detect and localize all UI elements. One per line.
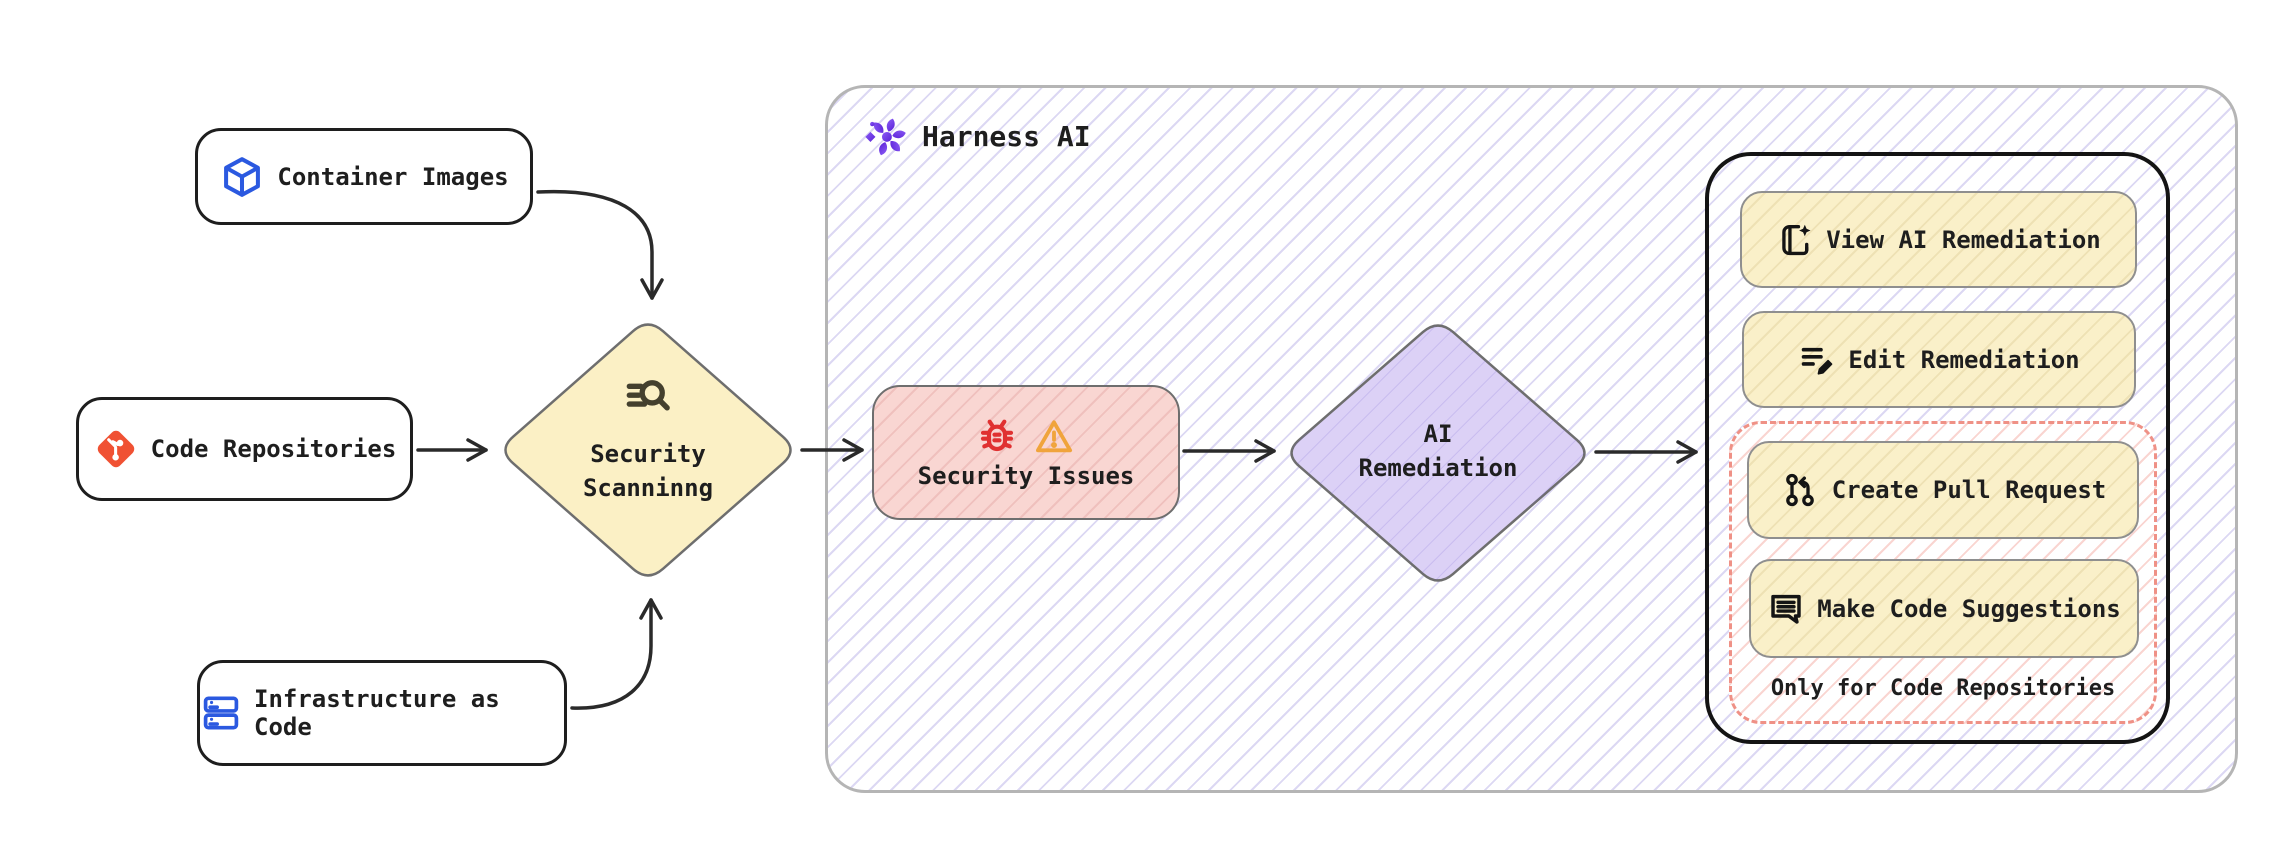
scan-search-icon [620, 370, 676, 426]
bug-icon [977, 417, 1017, 457]
arrow-infrastructure-to-scanning [570, 598, 663, 710]
view-ai-remediation-button[interactable]: View AI Remediation [1740, 191, 2137, 288]
infrastructure-as-code-label: Infrastructure as Code [254, 685, 500, 741]
warning-icon [1033, 416, 1075, 458]
pull-request-icon [1780, 470, 1820, 510]
list-pencil-icon [1798, 341, 1836, 379]
code-repositories-label: Code Repositories [150, 435, 397, 463]
make-code-suggestions-button[interactable]: Make Code Suggestions [1749, 559, 2139, 658]
ai-remediation-label: AI Remediation [1358, 420, 1518, 482]
harness-ai-header: Harness AI [864, 114, 1091, 158]
infrastructure-as-code-node[interactable]: Infrastructure as Code [197, 660, 567, 766]
code-repositories-node[interactable]: Code Repositories [76, 397, 413, 501]
make-code-suggestions-label: Make Code Suggestions [1817, 594, 2121, 623]
only-for-code-repositories-note: Only for Code Repositories [1770, 676, 2116, 701]
cube-icon [219, 154, 265, 200]
security-issues-node[interactable]: Security Issues [872, 385, 1180, 520]
container-images-label: Container Images [277, 162, 509, 191]
book-sparkle-icon [1776, 221, 1814, 259]
create-pull-request-button[interactable]: Create Pull Request [1747, 441, 2139, 539]
remediation-actions-panel [1705, 152, 2170, 744]
server-stack-icon [200, 692, 242, 734]
arrow-container-images-to-scanning [536, 189, 664, 300]
edit-remediation-button[interactable]: Edit Remediation [1742, 311, 2136, 408]
edit-remediation-label: Edit Remediation [1848, 345, 2080, 374]
harness-ai-title: Harness AI [922, 119, 1091, 153]
comment-lines-icon [1767, 590, 1805, 628]
create-pull-request-label: Create Pull Request [1831, 476, 2107, 504]
security-scanning-label: Security Scanninng [582, 440, 714, 502]
view-ai-remediation-label: View AI Remediation [1826, 225, 2101, 254]
git-icon [93, 426, 139, 472]
security-issues-label: Security Issues [917, 461, 1135, 490]
container-images-node[interactable]: Container Images [195, 128, 533, 225]
harness-logo-icon [864, 114, 908, 158]
